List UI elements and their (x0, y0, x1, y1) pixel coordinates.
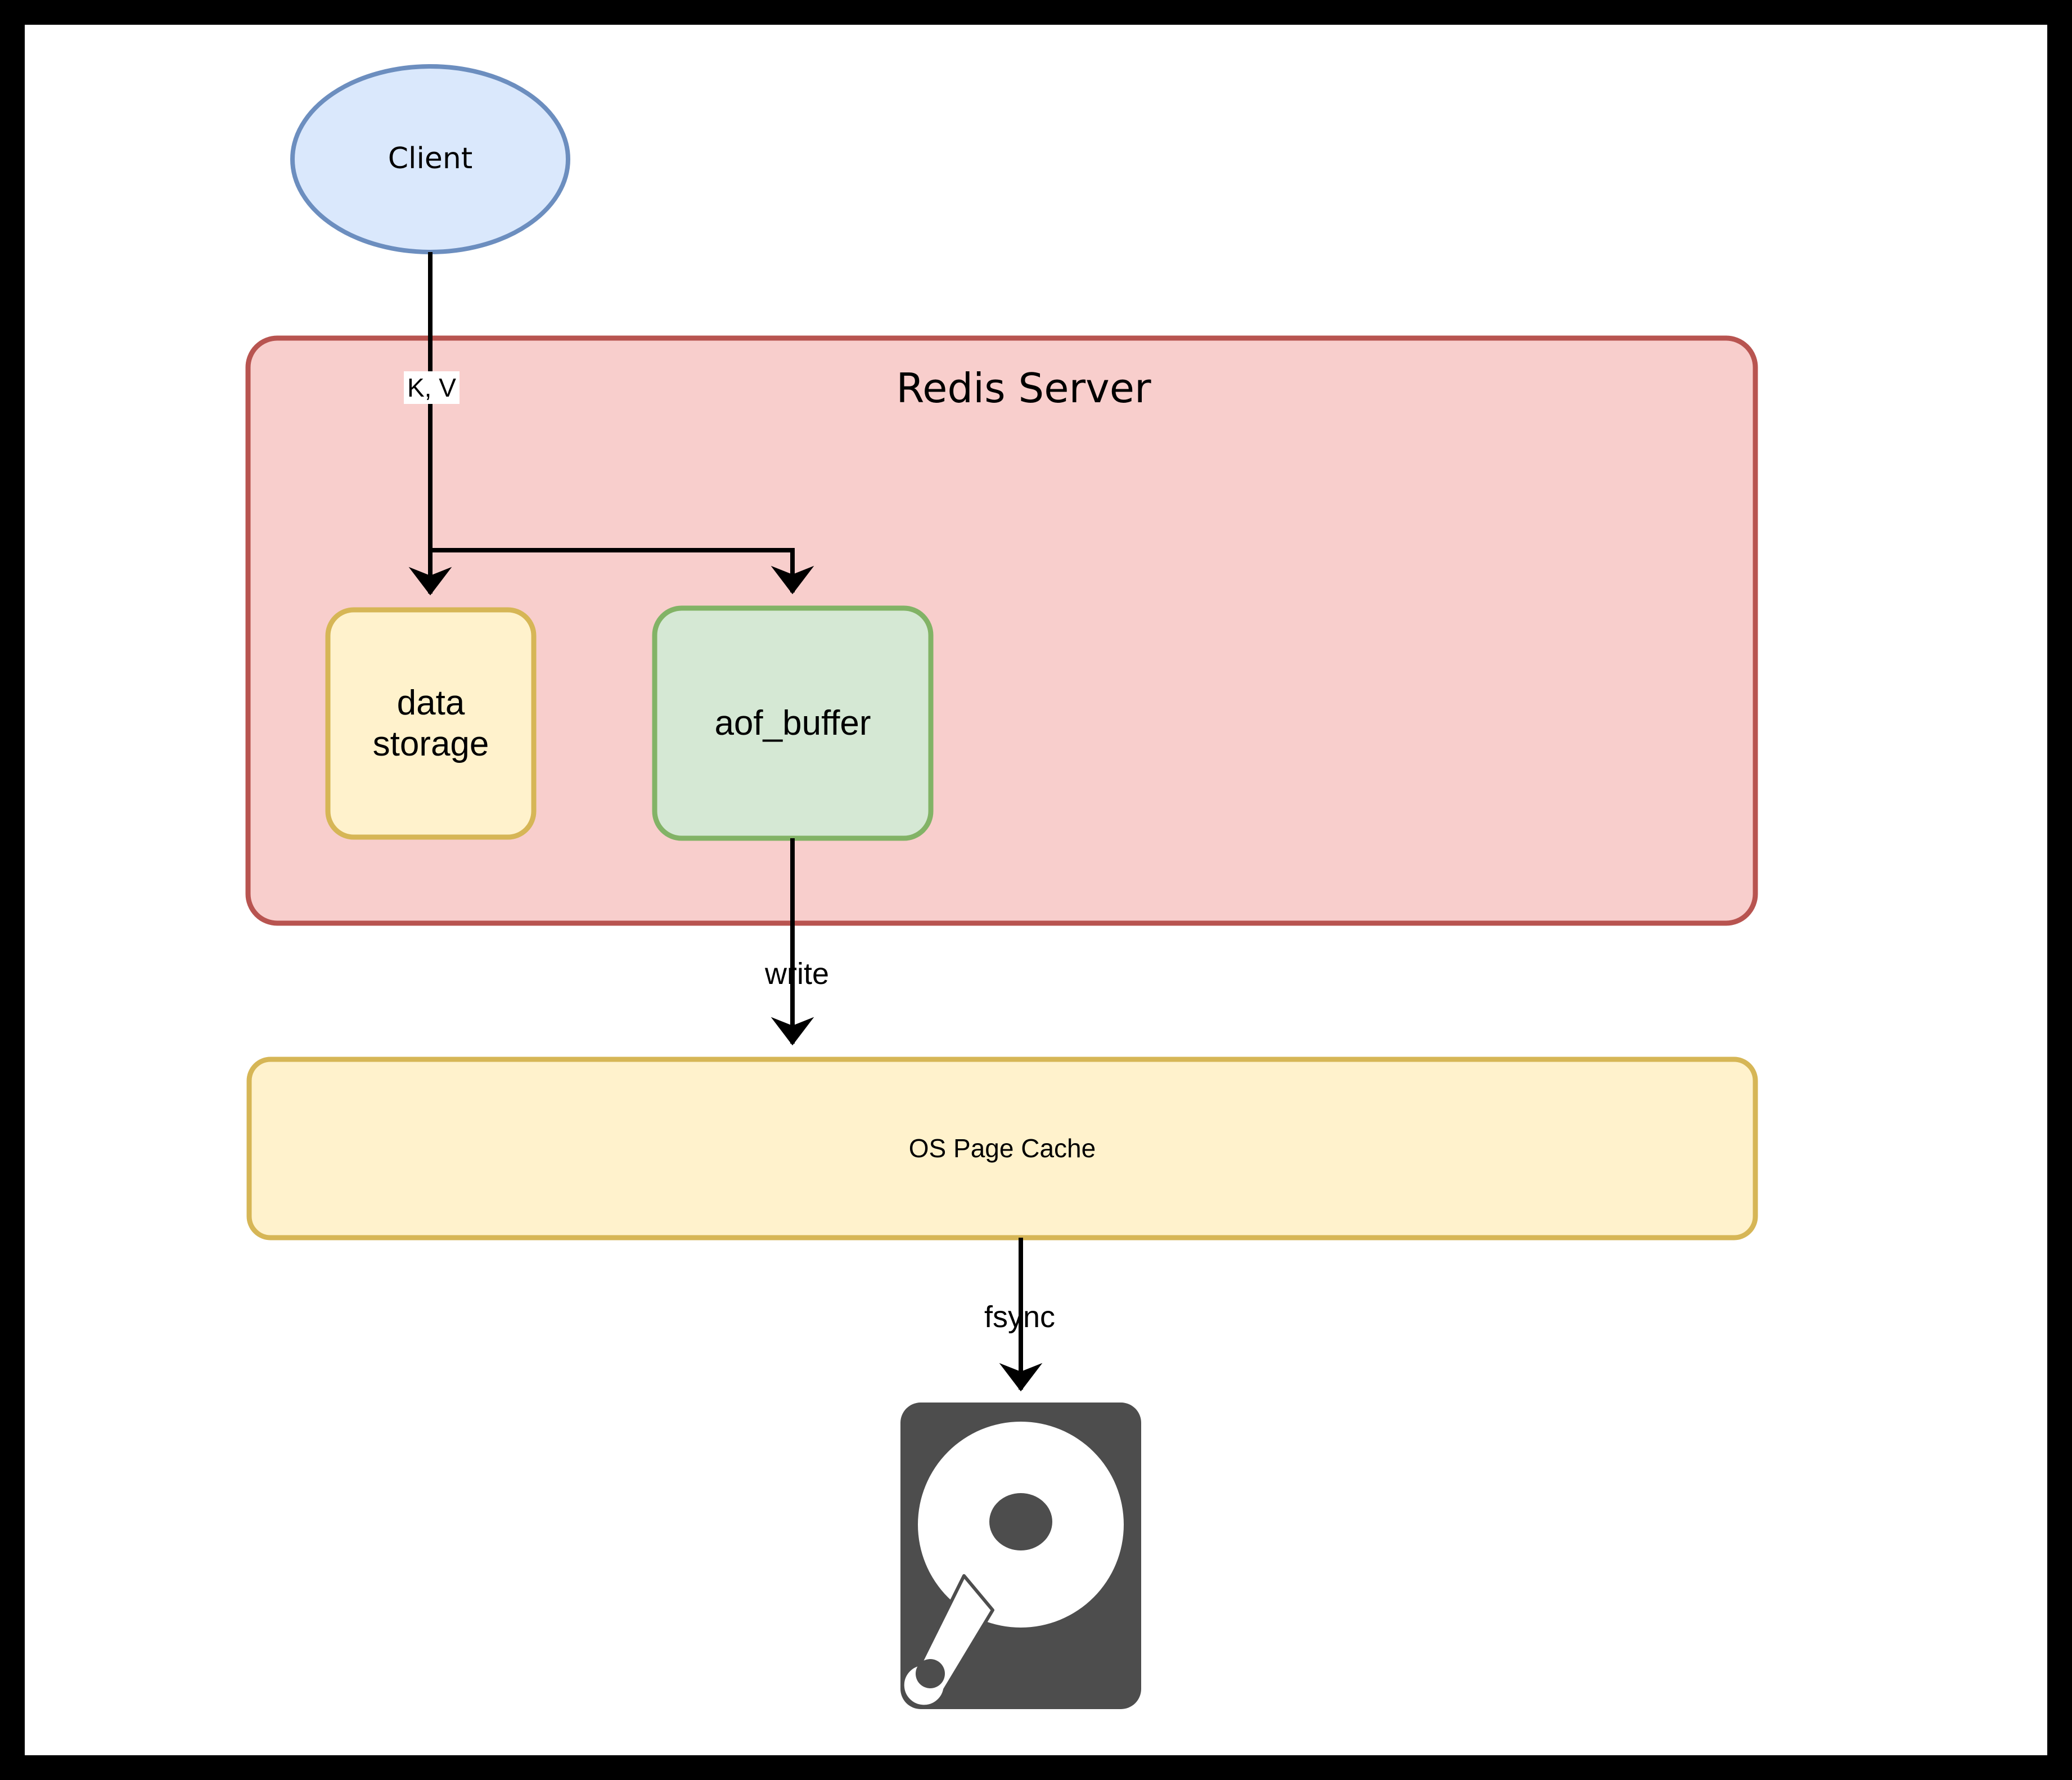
data-storage-label: data storage (372, 683, 489, 763)
diagram-page (25, 25, 2047, 1755)
client-label: Client (388, 142, 473, 176)
edge-label-kv: K, V (404, 371, 460, 404)
edge-label-write: write (765, 957, 830, 991)
os-page-cache-label: OS Page Cache (908, 1134, 1096, 1163)
aof-buffer-label: aof_buffer (714, 703, 871, 743)
edge-label-fsync: fsync (984, 1300, 1056, 1334)
redis-server-title: Redis Server (896, 364, 1151, 412)
